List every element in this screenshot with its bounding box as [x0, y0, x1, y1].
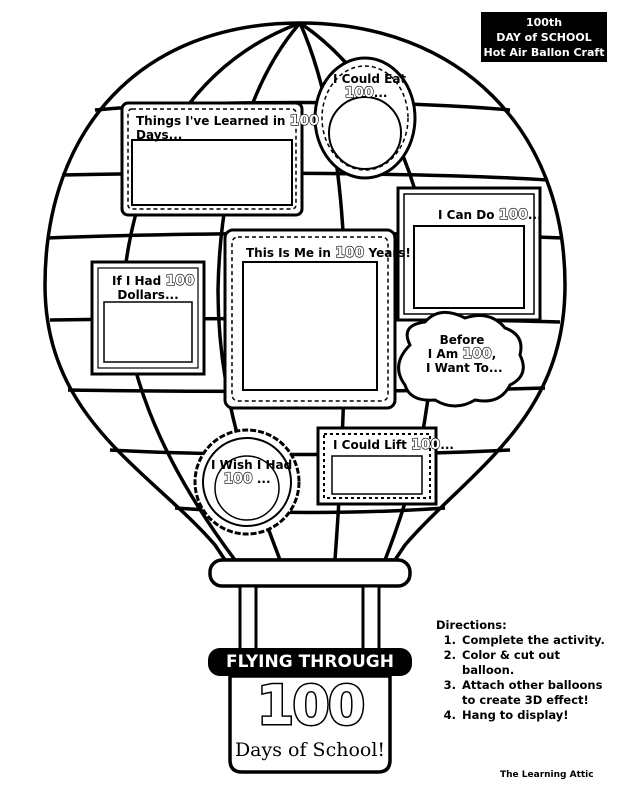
directions: Directions: Complete the activity. Color…: [436, 618, 616, 723]
title-line-1: 100th: [525, 16, 563, 29]
before-frame: [397, 310, 525, 408]
direction-step: Complete the activity.: [460, 633, 616, 648]
banner-text: FLYING THROUGH: [226, 652, 394, 672]
direction-step: Color & cut out balloon.: [460, 648, 616, 678]
title-badge: 100th DAY of SCHOOL Hot Air Ballon Craft: [481, 12, 607, 62]
learned-frame: [120, 101, 304, 217]
credit-text: The Learning Attic: [500, 770, 594, 780]
basket-caption: Days of School!: [234, 739, 386, 761]
wish-label: I Wish I Had 100 ...: [211, 458, 293, 487]
basket-number: 100: [255, 674, 367, 737]
can-do-label: I Can Do 100...: [438, 207, 542, 223]
eat-frame: [313, 56, 417, 180]
direction-step: Attach other balloons to create 3D effec…: [460, 678, 616, 708]
dollars-frame: [90, 260, 206, 376]
me-frame: [223, 228, 397, 410]
eat-label: I Could Eat 100...: [333, 72, 407, 101]
title-line-2: DAY of SCHOOL: [496, 31, 592, 44]
lift-label: I Could Lift 100...: [333, 437, 454, 453]
learned-label: Things I've Learned in 100 Days...: [136, 113, 320, 142]
direction-step: Hang to display!: [460, 708, 616, 723]
directions-list: Complete the activity. Color & cut out b…: [436, 633, 616, 723]
directions-title: Directions:: [436, 618, 507, 632]
banner-shape: [208, 648, 412, 676]
lift-frame: [316, 426, 438, 506]
basket-shape: [228, 674, 392, 774]
title-line-3: Hot Air Ballon Craft: [483, 46, 605, 59]
me-label: This Is Me in 100 Years!: [246, 245, 411, 261]
balloon-neck: [208, 558, 412, 588]
wish-frame: [193, 428, 301, 536]
before-label: Before I Am 100, I Want To...: [426, 333, 503, 375]
dollars-label: If I Had 100 Dollars...: [112, 273, 195, 302]
basket-ropes: [238, 584, 381, 658]
